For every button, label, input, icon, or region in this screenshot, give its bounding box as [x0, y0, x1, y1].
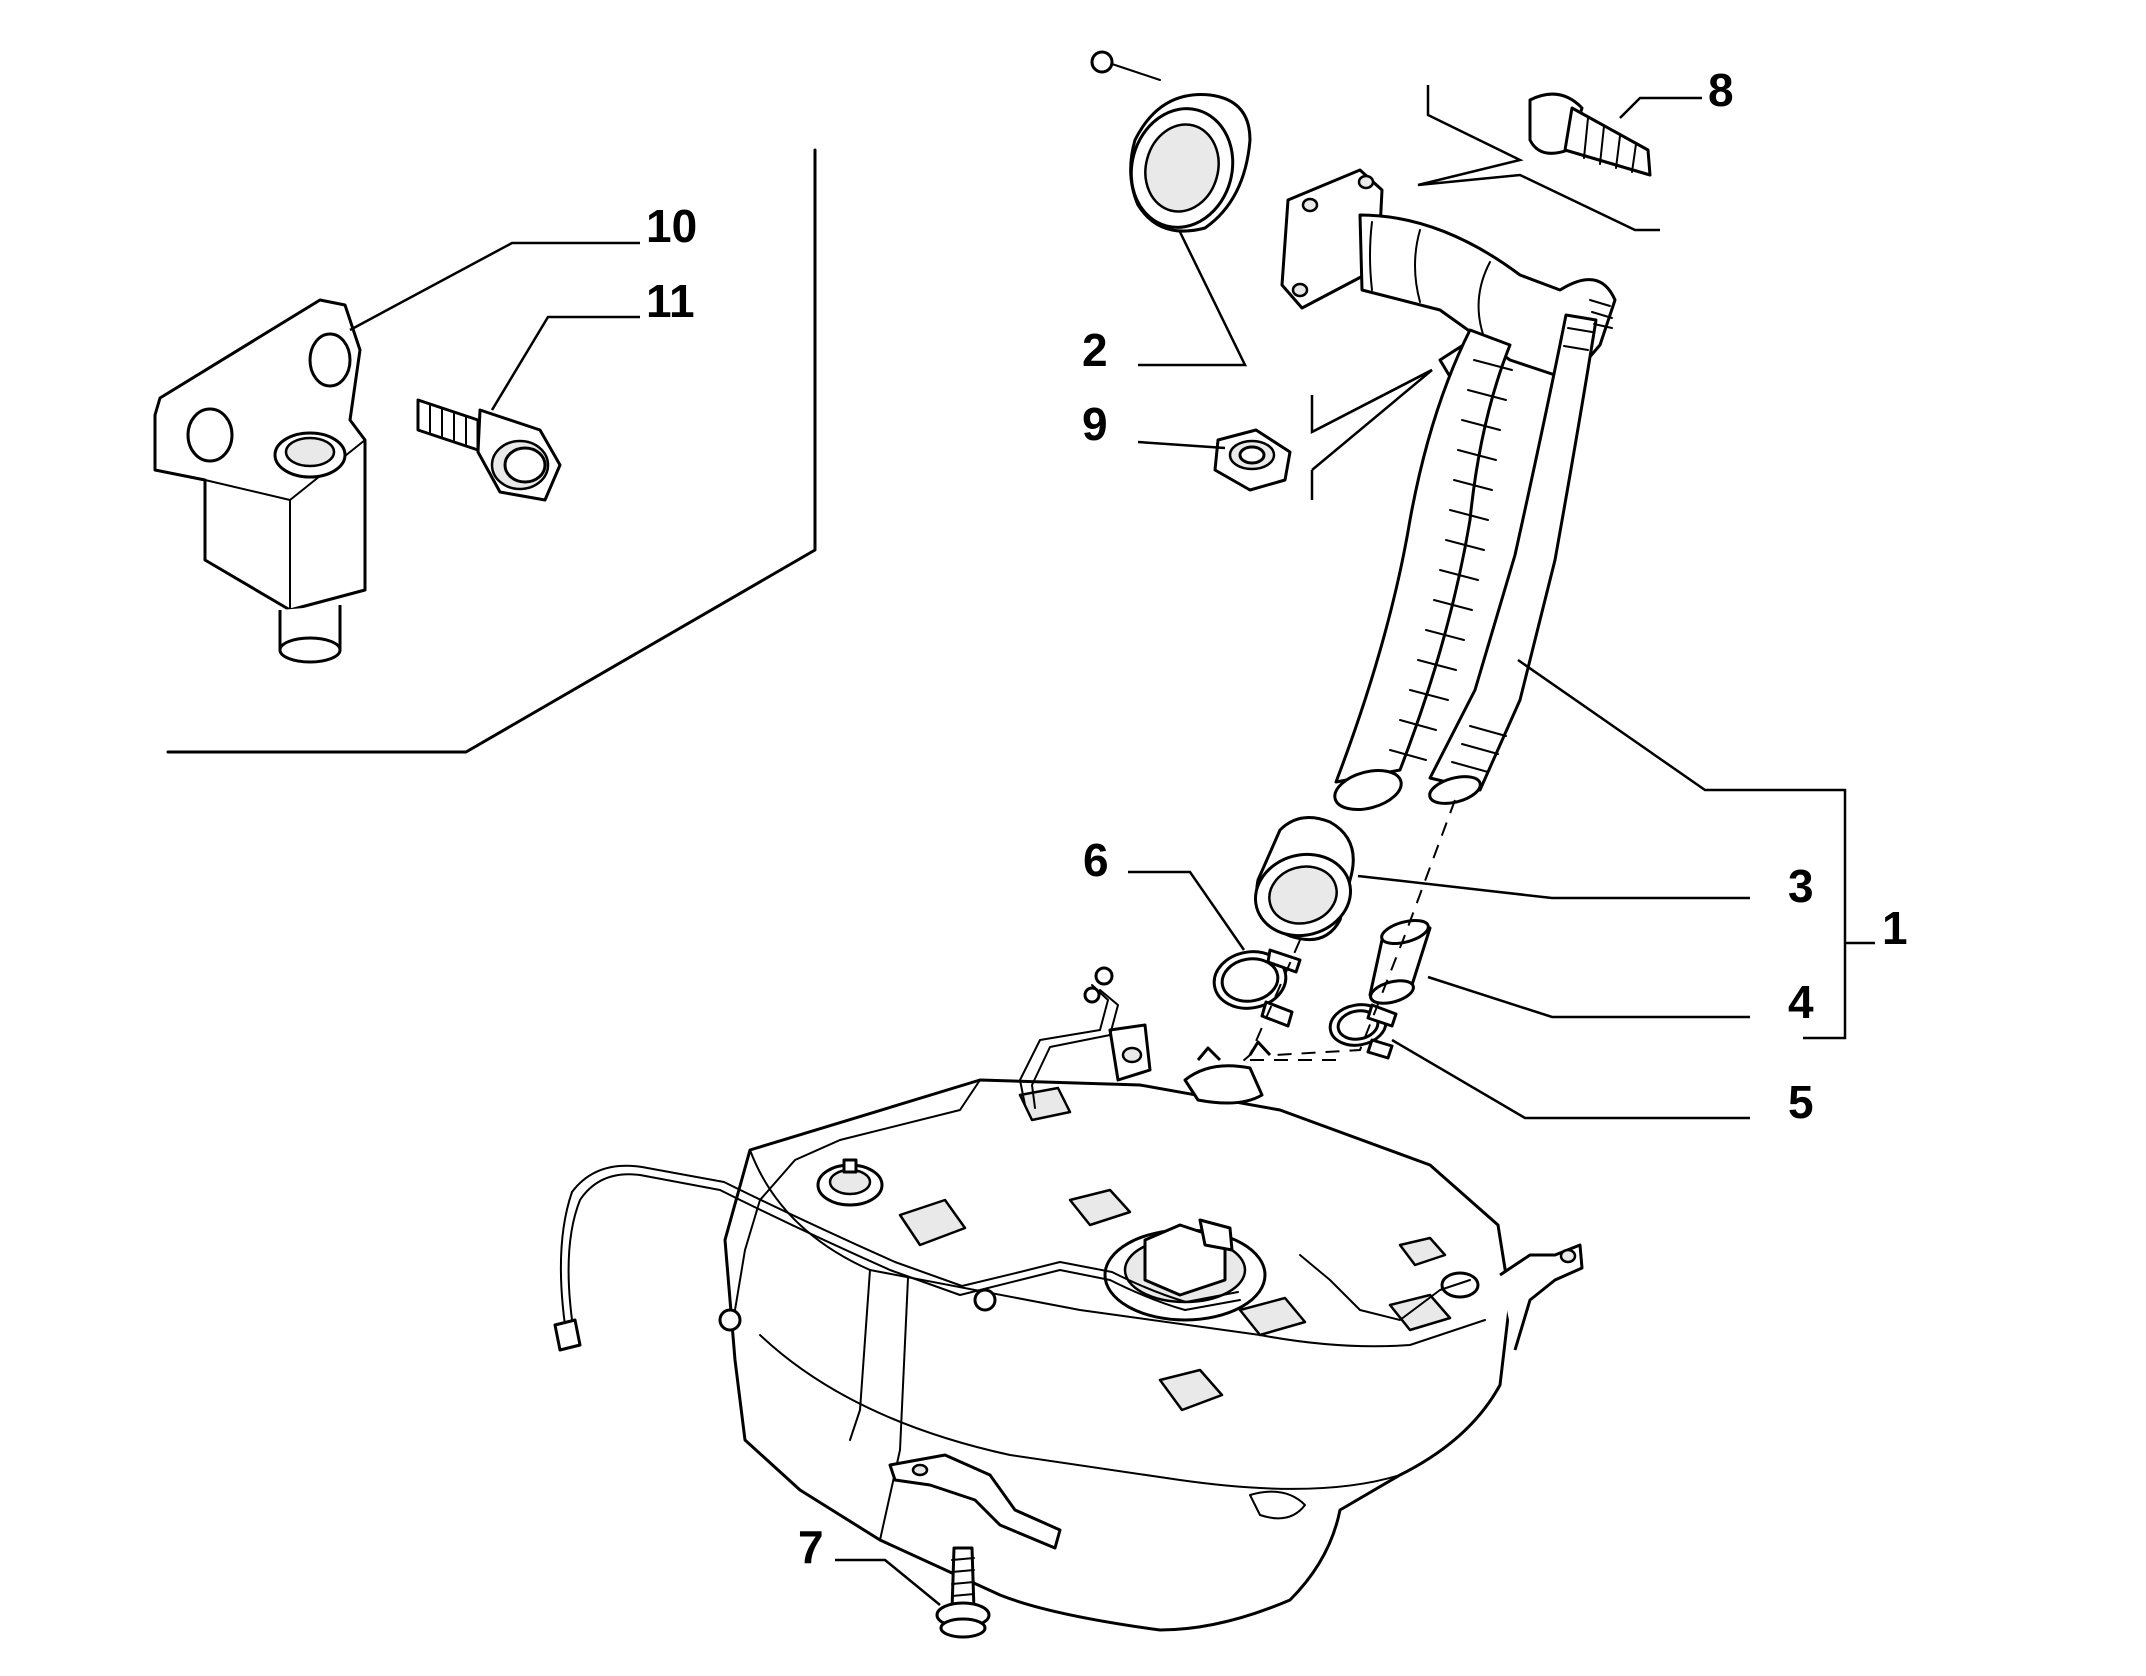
bracket-part-10 [153, 298, 367, 664]
bolt-part-8 [1528, 92, 1652, 177]
leader-lines [349, 85, 1875, 1606]
fuel-cap-part-2 [1090, 50, 1252, 233]
fuel-tank [723, 1023, 1584, 1632]
rubber-sleeve-part-3 [1253, 816, 1355, 941]
callout-7: 7 [798, 1521, 824, 1573]
callout-6: 6 [1083, 834, 1109, 886]
bolt-part-11 [416, 398, 562, 502]
detail-inset-frame [166, 148, 817, 754]
callout-8: 8 [1708, 64, 1734, 116]
callout-2: 2 [1082, 324, 1108, 376]
connector-part-4 [1368, 919, 1432, 1005]
hose-clamp-part-6 [1212, 948, 1302, 1028]
assembly-path-vent [1274, 799, 1456, 1056]
callout-1: 1 [1882, 902, 1908, 954]
filler-neck-hose-part-1 [1280, 168, 1617, 811]
nut-part-9 [1213, 428, 1292, 492]
callout-labels: 10 11 2 9 8 6 3 1 4 5 7 [646, 64, 1908, 1573]
bolt-part-7 [935, 1546, 991, 1639]
hose-clamp-part-5 [1328, 1003, 1398, 1060]
callout-11: 11 [646, 275, 695, 327]
fuel-lines [553, 966, 1471, 1352]
callout-10: 10 [646, 200, 697, 252]
callout-4: 4 [1788, 976, 1814, 1028]
callout-9: 9 [1082, 398, 1108, 450]
callout-5: 5 [1788, 1076, 1814, 1128]
callout-3: 3 [1788, 860, 1814, 912]
